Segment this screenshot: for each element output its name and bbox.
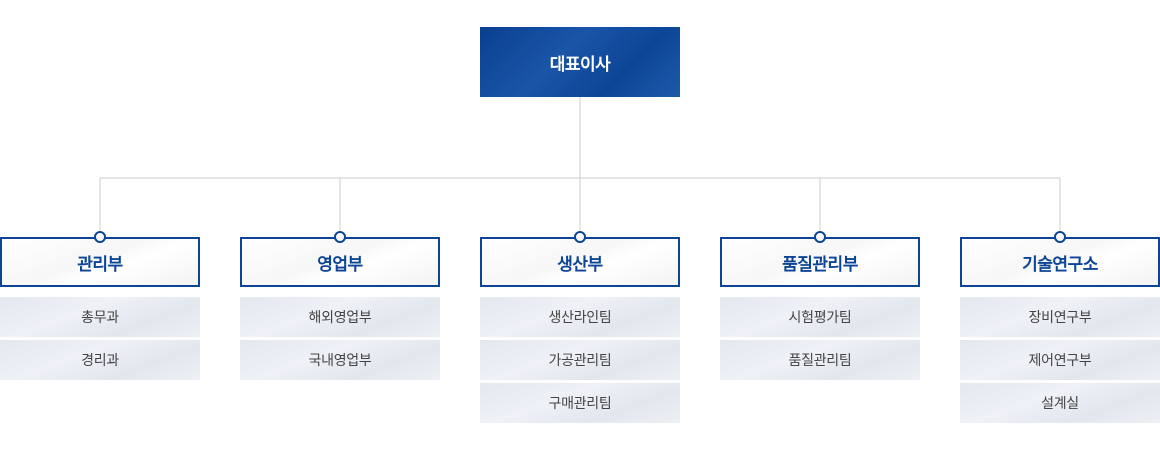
team-item: 경리과 (0, 340, 200, 380)
dept-box-research: 기술연구소 (960, 237, 1160, 287)
node-dot-icon (1054, 231, 1066, 243)
node-dot-icon (94, 231, 106, 243)
ceo-label: 대표이사 (549, 54, 611, 75)
node-dot-icon (574, 231, 586, 243)
team-item: 총무과 (0, 297, 200, 337)
team-list: 장비연구부 제어연구부 설계실 (960, 297, 1160, 426)
team-list: 해외영업부 국내영업부 (240, 297, 440, 383)
team-item: 품질관리팀 (720, 340, 920, 380)
dept-name: 기술연구소 (1022, 254, 1098, 275)
dept-name: 품질관리부 (782, 254, 858, 275)
dept-name: 생산부 (557, 254, 603, 275)
node-dot-icon (334, 231, 346, 243)
team-list: 시험평가팀 품질관리팀 (720, 297, 920, 383)
team-item: 제어연구부 (960, 340, 1160, 380)
dept-box-admin: 관리부 (0, 237, 200, 287)
dept-box-quality: 품질관리부 (720, 237, 920, 287)
dept-box-sales: 영업부 (240, 237, 440, 287)
team-item: 시험평가팀 (720, 297, 920, 337)
team-list: 총무과 경리과 (0, 297, 200, 383)
ceo-box: 대표이사 (480, 27, 680, 97)
team-item: 생산라인팀 (480, 297, 680, 337)
team-item: 국내영업부 (240, 340, 440, 380)
node-dot-icon (814, 231, 826, 243)
team-item: 가공관리팀 (480, 340, 680, 380)
team-item: 구매관리팀 (480, 383, 680, 423)
team-item: 해외영업부 (240, 297, 440, 337)
dept-name: 관리부 (77, 254, 123, 275)
team-list: 생산라인팀 가공관리팀 구매관리팀 (480, 297, 680, 426)
team-item: 설계실 (960, 383, 1160, 423)
team-item: 장비연구부 (960, 297, 1160, 337)
dept-name: 영업부 (317, 254, 363, 275)
dept-box-production: 생산부 (480, 237, 680, 287)
